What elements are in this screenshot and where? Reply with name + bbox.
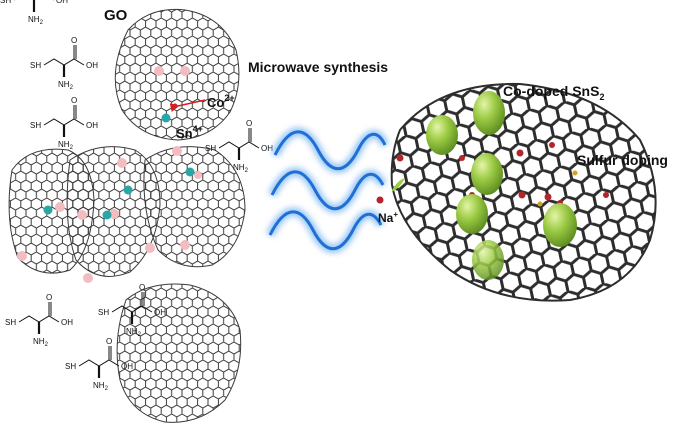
co-ion-label: Co2+ [207, 93, 235, 110]
microwave-label: Microwave synthesis [248, 59, 388, 75]
sns2-nanoparticles [426, 91, 577, 280]
sulfur-doping-label: Sulfur doping [577, 152, 668, 168]
cysteine-molecule-5 [3, 291, 75, 350]
svg-text:OH: OH [56, 0, 68, 5]
go-label: GO [104, 7, 128, 24]
co-ions [43, 113, 195, 220]
sodium-ion-label: Na+ [378, 210, 398, 225]
co-arrow-tail [172, 103, 178, 109]
product-label: Co-doped SnS2 [503, 83, 604, 102]
sn-ion-label: Sn4+ [176, 124, 203, 141]
leaf-fragment [392, 178, 405, 192]
svg-text:SH: SH [0, 0, 11, 5]
cysteine-molecule-2 [28, 34, 100, 93]
go-sheet-top [114, 8, 240, 141]
go-sheet-bottom [116, 283, 242, 423]
svg-text:NH2: NH2 [28, 15, 44, 26]
cysteine-molecule: SH OH O NH2 [0, 0, 68, 26]
sn-ions [17, 66, 202, 283]
microwave-waves [265, 127, 390, 254]
cysteine-molecule-3 [28, 94, 100, 153]
co-arrow [169, 99, 206, 113]
go-sheet-middle-right [143, 146, 246, 268]
